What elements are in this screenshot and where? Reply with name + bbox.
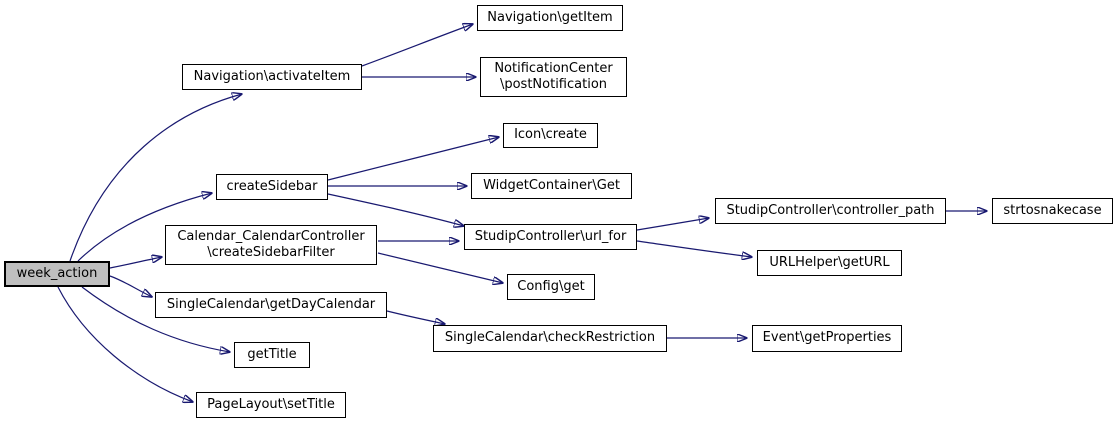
edge-createsidebarfilter-to-config-get bbox=[377, 252, 503, 283]
edge-activateitem-to-getitem bbox=[361, 24, 473, 67]
edge-week-action-to-activateitem bbox=[69, 94, 242, 262]
edge-url-for-to-controller-path bbox=[636, 218, 709, 231]
edge-getdaycalendar-to-checkrestriction bbox=[386, 310, 445, 324]
node-studipcontroller-url-for[interactable]: StudipController\url_for bbox=[464, 224, 637, 250]
edge-url-for-to-geturl bbox=[636, 240, 752, 257]
node-icon-create[interactable]: Icon\create bbox=[503, 123, 598, 148]
edge-week-action-to-getdaycalendar bbox=[109, 275, 152, 297]
node-singlecalendar-checkrestriction[interactable]: SingleCalendar\checkRestriction bbox=[433, 325, 667, 352]
edge-week-action-to-gettitle bbox=[81, 286, 230, 352]
node-strtosnakecase[interactable]: strtosnakecase bbox=[992, 198, 1113, 224]
node-pagelayout-settitle[interactable]: PageLayout\setTitle bbox=[196, 392, 346, 418]
node-config-get[interactable]: Config\get bbox=[507, 274, 595, 300]
node-navigation-activateitem[interactable]: Navigation\activateItem bbox=[182, 64, 362, 90]
node-calendar-calendarcontroller-createsidebarfilter[interactable]: Calendar_CalendarController \createSideb… bbox=[165, 225, 377, 265]
node-singlecalendar-getdaycalendar[interactable]: SingleCalendar\getDayCalendar bbox=[155, 292, 387, 318]
node-createsidebar[interactable]: createSidebar bbox=[216, 174, 328, 200]
node-week-action: week_action bbox=[4, 261, 110, 287]
edge-week-action-to-createsidebar bbox=[77, 193, 212, 262]
edge-createsidebar-to-url-for bbox=[327, 193, 464, 226]
edge-week-action-to-settitle bbox=[57, 286, 193, 402]
node-widgetcontainer-get[interactable]: WidgetContainer\Get bbox=[471, 173, 632, 199]
node-navigation-getitem[interactable]: Navigation\getItem bbox=[477, 5, 623, 31]
edge-week-action-to-createsidebarfilter bbox=[109, 257, 162, 269]
node-urlhelper-geturl[interactable]: URLHelper\getURL bbox=[757, 250, 902, 276]
edge-createsidebar-to-icon-create bbox=[327, 137, 499, 181]
node-studipcontroller-controller-path[interactable]: StudipController\controller_path bbox=[715, 198, 946, 224]
node-notificationcenter-postnotification[interactable]: NotificationCenter \postNotification bbox=[480, 57, 627, 97]
node-event-getproperties[interactable]: Event\getProperties bbox=[752, 325, 902, 352]
node-gettitle[interactable]: getTitle bbox=[234, 342, 310, 368]
